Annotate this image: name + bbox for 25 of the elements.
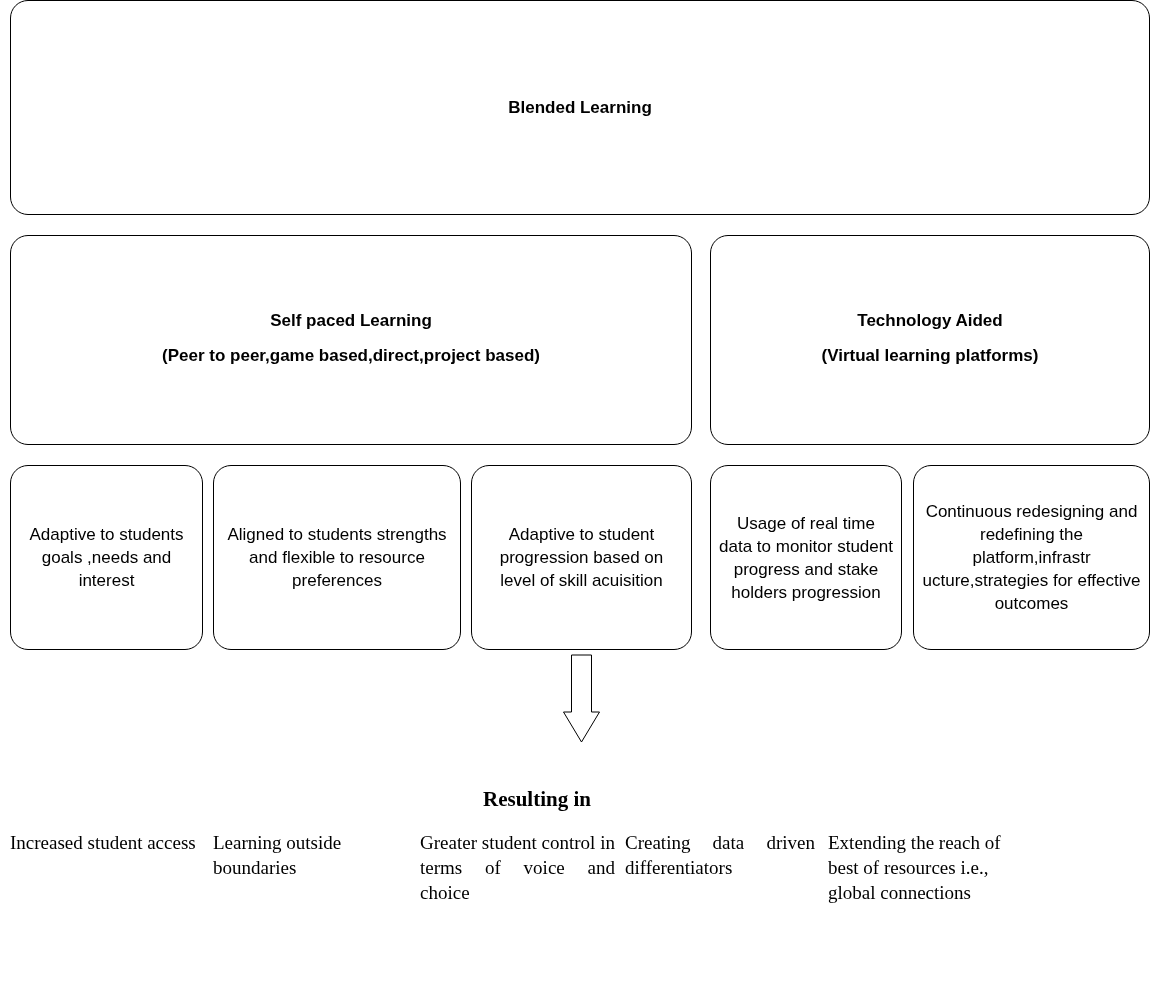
rounded-box	[913, 465, 1150, 650]
box-title: Continuous redesigning and redefining the platform,infrastr ucture,strategies for effective outcomes	[922, 501, 1141, 615]
result-text: Greater student control in terms of voice and choice	[420, 831, 615, 905]
box-subtitle: (Peer to peer,game based,direct,project based)	[162, 345, 540, 367]
box-title: Aligned to students strengths and flexible to resource preferences	[226, 524, 448, 592]
hollow-arrow	[563, 654, 600, 743]
result-text: Increased student access	[10, 831, 197, 855]
box-title: Adaptive to student progression based on level of skill acuisition	[498, 524, 665, 592]
rounded-box	[10, 465, 203, 650]
rounded-box	[10, 0, 1150, 215]
rounded-box	[710, 235, 1150, 445]
result-text: Learning outside boundaries	[213, 831, 343, 880]
box-title: Adaptive to students goals ,needs and interest	[28, 524, 185, 592]
box-title: Usage of real time data to monitor student progress and stake holders progression	[719, 512, 893, 604]
rounded-box	[471, 465, 692, 650]
box-subtitle: (Virtual learning platforms)	[821, 345, 1039, 367]
rounded-box	[10, 235, 692, 445]
result-text: Extending the reach of best of resources i.e., global connections	[828, 831, 1002, 905]
rounded-box	[213, 465, 461, 650]
box-title: Self paced Learning	[270, 310, 432, 332]
box-title: Technology Aided	[857, 310, 1003, 332]
heading: Resulting in	[483, 787, 591, 811]
result-text: Creating data driven differentiators	[625, 831, 815, 880]
box-title: Blended Learning	[508, 97, 652, 119]
rounded-box	[710, 465, 902, 650]
